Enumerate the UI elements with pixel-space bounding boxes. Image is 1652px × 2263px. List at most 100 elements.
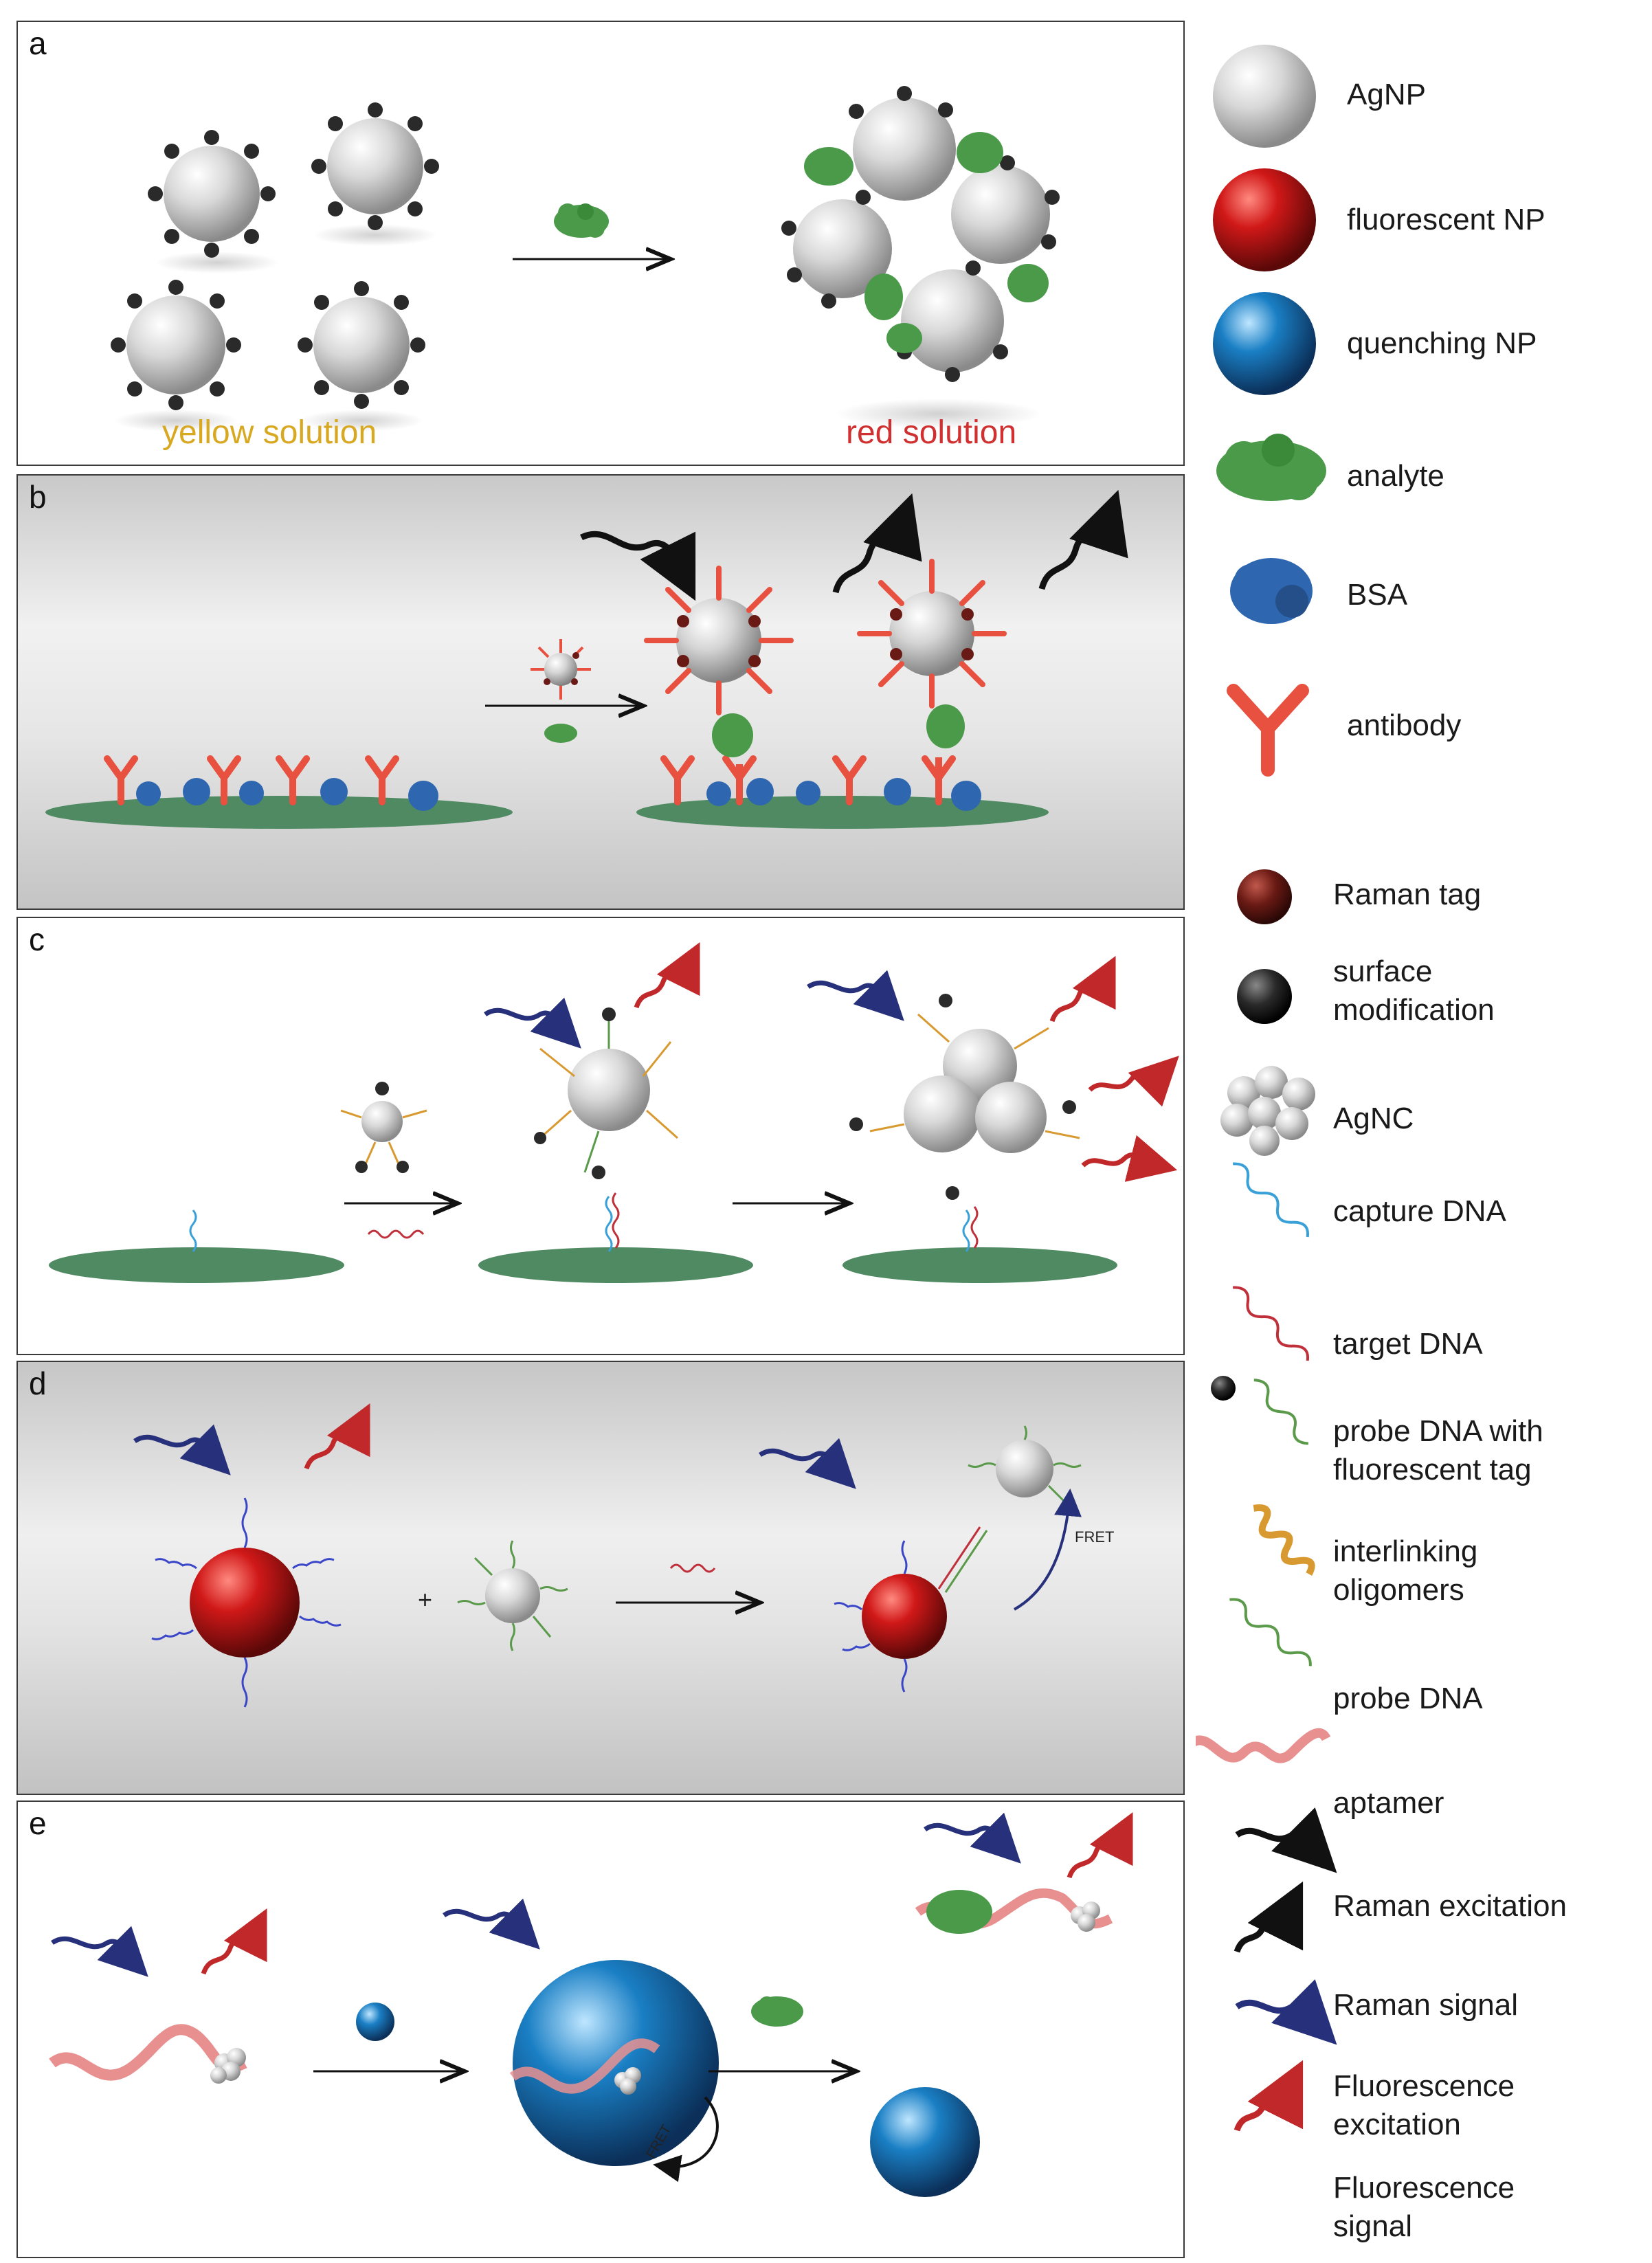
raman-signal-arrow [832, 493, 922, 594]
fret-label-d: FRET [1075, 1528, 1114, 1546]
fluorescence-signal-arrow-icon [1234, 2060, 1304, 2132]
analyte-aptamer-bound [915, 1888, 1113, 1934]
capture-dna-strand-icon [1233, 1162, 1310, 1238]
fluorescence-excitation-arrow [133, 1424, 231, 1475]
legend-label-agnp: AgNP [1347, 78, 1426, 111]
surface-modification-sphere-icon [1237, 969, 1292, 1024]
legend-label-antibody: antibody [1347, 709, 1462, 742]
raman-tag-sphere-icon [1237, 869, 1292, 924]
raman-excitation-arrow [579, 531, 696, 601]
legend-label-fluorescence-excitation: Fluorescence excitation [1333, 2069, 1515, 2141]
panel-label-e: e [29, 1805, 47, 1841]
legend-label-agnc: AgNC [1333, 1102, 1414, 1135]
legend-icons [1196, 45, 1337, 2132]
analyte-icon [554, 203, 609, 238]
panel-b-illustration [45, 489, 1128, 829]
fluorescence-excitation-arrow-icon [1235, 1978, 1337, 2045]
agnp-with-surface-modification [148, 130, 279, 274]
legend: AgNP fluorescent NP quenching NP analyte… [1196, 21, 1649, 2261]
panel-a-illustration [111, 86, 1060, 432]
plus-sign: + [418, 1585, 432, 1614]
panel-d: d + [16, 1361, 1185, 1795]
agnp-with-surface-modification [311, 102, 439, 246]
fluorescence-excitation-arrow [51, 1926, 148, 1977]
raman-signal-arrow [1038, 489, 1128, 590]
legend-label-surface-modification: surface modification [1333, 955, 1495, 1027]
fluorescence-signal-arrow [1088, 1056, 1179, 1107]
fluorescence-signal-arrow [201, 1908, 267, 1975]
target-dna-strand-icon [1233, 1286, 1310, 1361]
sandwich-complex [857, 559, 1007, 802]
captured-complex [478, 1007, 753, 1283]
panel-d-illustration: + FRE [133, 1403, 1114, 1708]
panel-label-c: c [29, 922, 45, 957]
legend-label-fluorescence-signal: Fluorescence signal [1333, 2171, 1515, 2243]
antibody-icon [1227, 684, 1309, 777]
aptamer-ribbon-icon [1196, 1728, 1331, 1763]
agnp-with-surface-modification [298, 281, 425, 432]
sensor-surface-right [636, 755, 1049, 829]
probe-dna-strand-icon [1229, 1598, 1312, 1666]
analyte-icon [751, 1996, 803, 2027]
probe-agnp [457, 1540, 568, 1651]
panel-c: c [16, 917, 1185, 1355]
fluorescent-np-with-capture [151, 1497, 342, 1708]
captured-aggregate [842, 994, 1117, 1283]
agnp-aggregate [781, 86, 1060, 429]
aptamer-agnc [49, 2024, 247, 2084]
agnp-sphere-icon [1213, 45, 1316, 148]
fret-complex [834, 1425, 1082, 1693]
raman-excitation-arrow-icon [1235, 1807, 1337, 1873]
legend-label-bsa: BSA [1347, 578, 1408, 612]
quenching-np-small [356, 2003, 394, 2041]
fluorescence-signal-arrow [634, 941, 700, 1009]
blue-sphere-icon [1213, 292, 1316, 395]
labeled-agnp-small [531, 639, 591, 700]
panel-e-illustration: FRET [49, 1811, 1133, 2197]
panel-e: e FRET [16, 1801, 1185, 2258]
fluorescence-excitation-arrow [484, 997, 581, 1049]
legend-label-analyte: analyte [1347, 459, 1444, 493]
quenched-complex: FRET [509, 1960, 719, 2183]
probe-dna-tag-strand-icon [1211, 1376, 1309, 1445]
bsa-protein-icon [1230, 558, 1313, 624]
legend-label-target-dna: target DNA [1333, 1327, 1483, 1361]
legend-label-interlinking-oligomers: interlinking oligomers [1333, 1535, 1478, 1607]
fluorescence-signal-arrow [1081, 1135, 1178, 1182]
fluorescence-signal-arrow [1067, 1811, 1133, 1879]
agnc-cluster-icon [1220, 1066, 1315, 1156]
released-quenching-np [870, 2087, 980, 2197]
fluorescence-excitation-arrow [924, 1812, 1021, 1864]
legend-label-raman-excitation: Raman excitation [1333, 1889, 1567, 1923]
panel-b: b [16, 474, 1185, 910]
target-dna-strand [669, 1563, 716, 1573]
sensor-surface-left [45, 755, 513, 829]
red-sphere-icon [1213, 168, 1316, 271]
legend-label-aptamer: aptamer [1333, 1786, 1444, 1820]
fluorescence-excitation-arrow [443, 1898, 540, 1950]
fluorescence-excitation-arrow [759, 1438, 856, 1489]
legend-label-raman-tag: Raman tag [1333, 878, 1482, 911]
legend-label-raman-signal: Raman signal [1333, 1988, 1519, 2022]
legend-label-quenching-np: quenching NP [1347, 326, 1537, 360]
legend-label-capture-dna: capture DNA [1333, 1194, 1506, 1228]
panel-a: a [16, 21, 1185, 466]
fluorescence-signal-arrow [304, 1403, 370, 1470]
probe-agnp-small [340, 1082, 427, 1173]
fluorescence-signal-arrow [1049, 955, 1116, 1023]
caption-red-solution: red solution [846, 414, 1017, 451]
agnp-with-surface-modification [111, 280, 241, 432]
panel-label-b: b [29, 479, 47, 515]
panel-label-d: d [29, 1365, 47, 1401]
caption-yellow-solution: yellow solution [162, 414, 377, 451]
analyte-protein-icon [1216, 434, 1326, 501]
target-dna-strand [367, 1229, 425, 1239]
raman-signal-arrow-icon [1234, 1881, 1304, 1953]
panel-c-illustration [49, 941, 1179, 1283]
analyte-icon [544, 724, 577, 743]
legend-label-probe-dna: probe DNA [1333, 1682, 1483, 1715]
fluorescence-excitation-arrow [807, 970, 904, 1021]
panel-label-a: a [29, 25, 47, 61]
legend-label-probe-dna-fluorescent-tag: probe DNA with fluorescent tag [1333, 1414, 1543, 1486]
capture-surface-1 [49, 1209, 344, 1283]
